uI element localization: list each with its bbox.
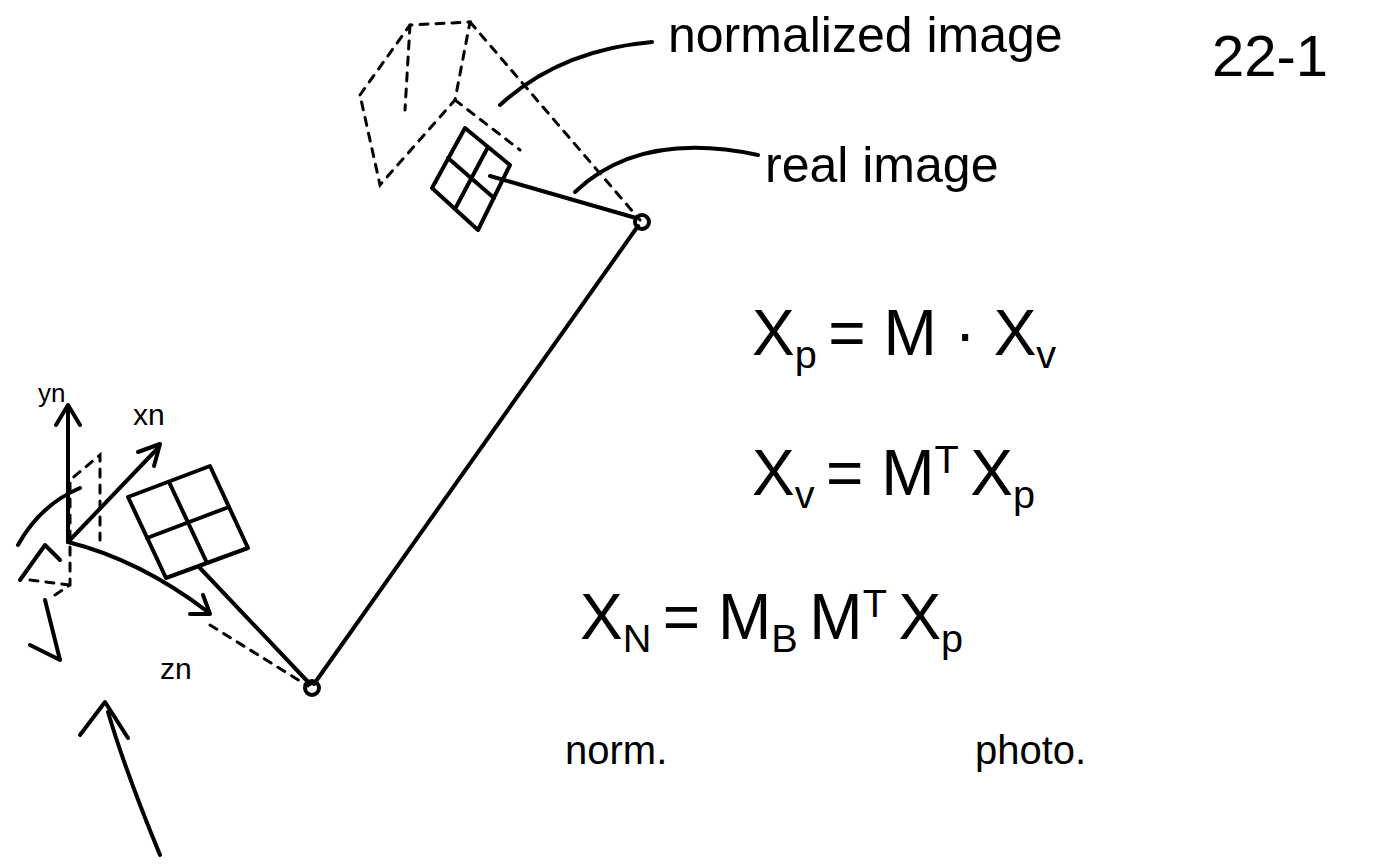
annotation: photo. [975, 728, 1086, 773]
equation: Xv= MTXp [752, 436, 1035, 510]
grid-line [147, 507, 229, 538]
ray [455, 100, 520, 150]
label-text: = M [663, 580, 771, 654]
grid-line [30, 580, 70, 585]
label-text: real image [765, 136, 998, 194]
label-text: X [580, 580, 623, 654]
label-text: norm. [565, 728, 667, 773]
axis-label: xn [133, 398, 165, 432]
label-text: yn [38, 378, 65, 409]
ray [470, 22, 640, 220]
axis-label: yn [38, 378, 65, 409]
subscript: p [941, 616, 963, 661]
frame-bracket [20, 545, 60, 580]
leader-line [575, 148, 758, 192]
ray [200, 568, 310, 684]
callout-label: real image [765, 136, 998, 194]
grid-line [455, 147, 488, 209]
subscript: B [771, 616, 797, 661]
superscript: T [863, 581, 887, 626]
arrow-head [80, 702, 128, 738]
subscript: v [795, 472, 815, 517]
label-text: xn [133, 398, 165, 432]
ray [210, 625, 308, 686]
annotation: norm. [565, 728, 667, 773]
label-text: photo. [975, 728, 1086, 773]
label-text: = M · X [828, 296, 1036, 370]
label-text: = M [826, 436, 934, 510]
subscript: N [623, 616, 652, 661]
label-text: zn [160, 652, 192, 686]
label-text: normalized image [668, 6, 1063, 64]
equation: Xp= M · Xv [752, 296, 1056, 370]
normalized-image-plane [55, 455, 100, 595]
pointer-arrow [108, 712, 160, 855]
subscript: p [1013, 472, 1035, 517]
subscript: v [1036, 332, 1056, 377]
callout-label: normalized image [668, 6, 1063, 64]
label-text: M [809, 580, 862, 654]
label-text: X [898, 580, 941, 654]
frame-bracket [30, 600, 60, 660]
label-text: X [970, 436, 1013, 510]
label-text: X [752, 296, 795, 370]
subscript: p [795, 332, 817, 377]
ray [490, 176, 636, 218]
arrow-head [190, 595, 210, 614]
axis [68, 542, 208, 612]
page-number: 22-1 [1212, 22, 1328, 89]
equation: XN= MBMTXp [580, 580, 963, 654]
superscript: T [935, 437, 959, 482]
axis-label: zn [160, 652, 192, 686]
leader-line [500, 42, 652, 105]
arrow-head [138, 444, 160, 466]
grid-line [405, 25, 410, 110]
normalized-image-plane [360, 22, 470, 185]
label-text: X [752, 436, 795, 510]
label-text: 22-1 [1212, 22, 1328, 89]
baseline [314, 226, 638, 684]
image-plane [128, 466, 248, 578]
